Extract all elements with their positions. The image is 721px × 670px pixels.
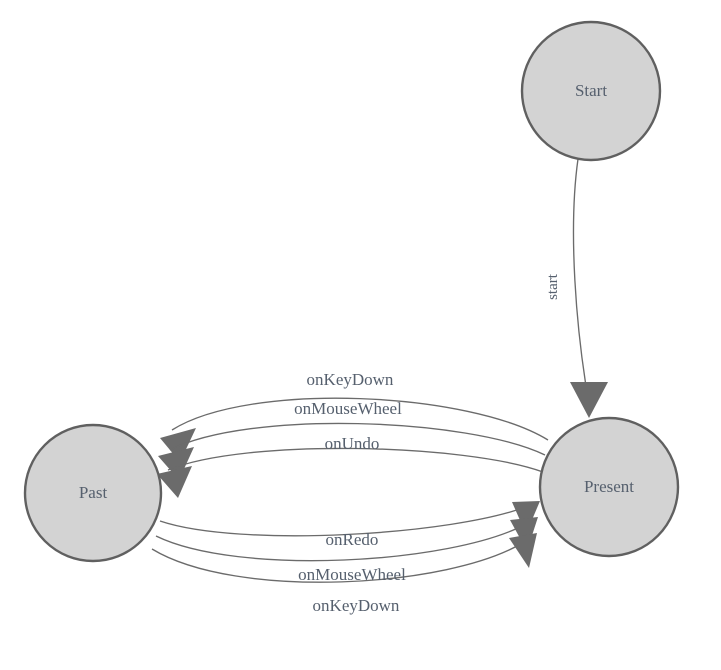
arrowhead-icon — [160, 428, 196, 462]
nodes-layer: Start Present Past — [23, 20, 680, 563]
edge-labels-layer: start onKeyDown onMouseWheel onUndo onRe… — [294, 273, 561, 615]
edge-line[interactable] — [167, 447, 544, 473]
edge-label-onundo: onUndo — [325, 434, 380, 453]
node-past-circle[interactable] — [23, 423, 163, 563]
edge-line[interactable] — [572, 158, 590, 405]
arrowhead-icon — [509, 533, 537, 568]
edge-line[interactable] — [151, 541, 525, 583]
node-start[interactable]: Start — [520, 20, 662, 162]
node-present[interactable]: Present — [538, 416, 680, 558]
edge-line[interactable] — [171, 397, 549, 441]
edge-label-onmousewheel-bottom: onMouseWheel — [298, 565, 406, 584]
node-past[interactable]: Past — [23, 423, 163, 563]
edge-present-past-onundo[interactable] — [157, 447, 544, 498]
edges-layer — [151, 158, 608, 583]
edge-label-onredo: onRedo — [326, 530, 379, 549]
arrowhead-icon — [570, 382, 608, 418]
edge-label-onkeydown-bottom: onKeyDown — [313, 596, 400, 615]
edge-line[interactable] — [155, 523, 527, 562]
edge-label-onmousewheel-top: onMouseWheel — [294, 399, 402, 418]
arrowhead-icon — [510, 517, 538, 551]
edge-line[interactable] — [159, 505, 529, 537]
arrowhead-icon — [512, 501, 540, 534]
edge-past-present-onkeydown[interactable] — [151, 533, 537, 583]
edge-present-past-onmousewheel[interactable] — [158, 422, 546, 480]
edge-label-start: start — [545, 273, 561, 300]
arrowhead-icon — [157, 466, 192, 498]
arrowhead-icon — [158, 447, 194, 480]
node-present-circle[interactable] — [538, 416, 680, 558]
node-start-circle[interactable] — [520, 20, 662, 162]
edge-label-onkeydown-top: onKeyDown — [307, 370, 394, 389]
edge-past-present-onmousewheel[interactable] — [155, 517, 538, 562]
edge-present-past-onkeydown[interactable] — [160, 397, 549, 462]
edge-past-present-onredo[interactable] — [159, 501, 540, 537]
edge-line[interactable] — [169, 422, 546, 456]
edge-start-present[interactable] — [570, 158, 608, 418]
